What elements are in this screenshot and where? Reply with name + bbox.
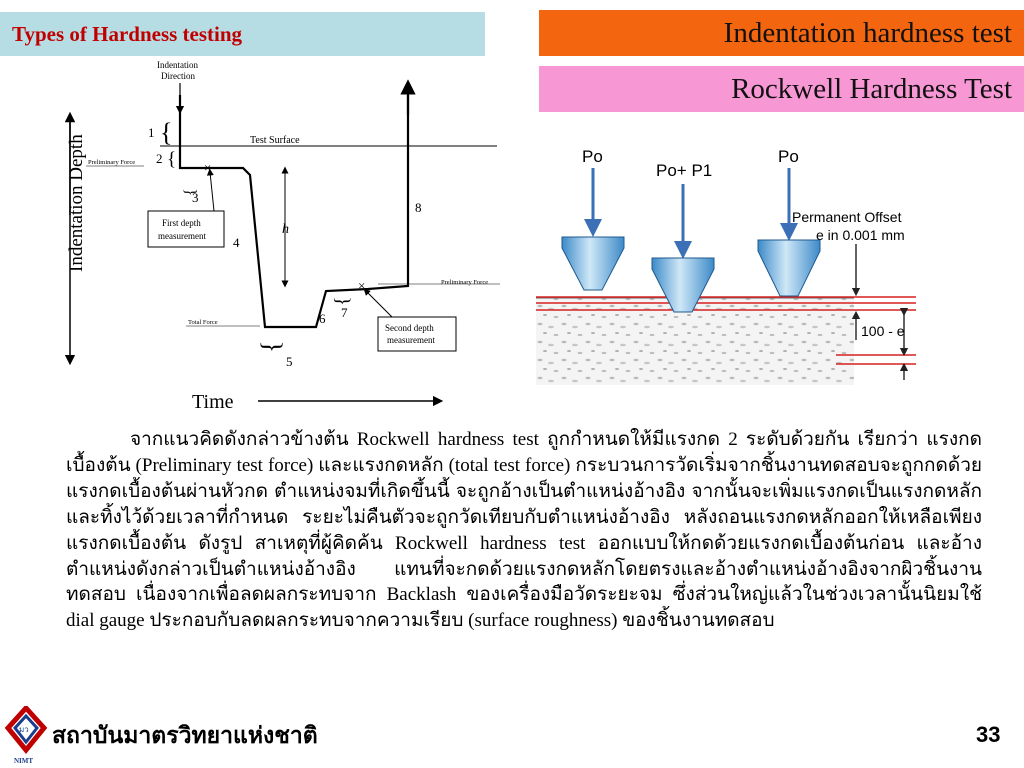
step-6: 6 (319, 311, 326, 326)
step-8: 8 (415, 200, 422, 215)
second-depth-pointer (363, 288, 393, 318)
second-depth-box (377, 316, 457, 352)
indenter-1 (561, 236, 625, 291)
permanent-offset-line2: e in 0.001 mm (816, 227, 905, 243)
indenter-3 (757, 239, 821, 297)
permanent-offset-line1: Permanent Offset (792, 209, 902, 225)
x-axis-label: Time (192, 391, 234, 413)
direction-label-line2: Direction (161, 71, 195, 81)
preliminary-force-left: Preliminary Force (88, 159, 135, 166)
topic-title-text: Indentation hardness test (723, 16, 1012, 49)
depth-label: 100 - e (861, 323, 905, 339)
explanation-paragraph: จากแนวคิดดังกล่าวข้างต้น Rockwell hardne… (66, 427, 982, 634)
step-3: 3 (192, 190, 199, 205)
topic-subtitle: Rockwell Hardness Test (539, 66, 1024, 112)
topic-subtitle-text: Rockwell Hardness Test (731, 72, 1012, 105)
force-label-1: Po (582, 147, 603, 166)
total-force-label: Total Force (188, 319, 218, 326)
step-2: 2 (156, 151, 163, 166)
brace-1: { (160, 118, 172, 147)
second-depth-line1: Second depth (385, 323, 434, 333)
second-depth-marker: × (358, 278, 365, 293)
force-label-2: Po+ P1 (656, 161, 712, 180)
topic-title: Indentation hardness test (539, 10, 1024, 56)
first-depth-box (147, 210, 225, 248)
first-depth-line2: measurement (158, 231, 206, 241)
first-depth-line1: First depth (162, 218, 201, 228)
page-number: 33 (976, 722, 1001, 747)
force-label-3: Po (778, 147, 799, 166)
depth-curve (178, 85, 410, 329)
depth-time-diagram: Indentation Depth Time Indentation Direc… (64, 60, 500, 413)
test-surface-label: Test Surface (250, 135, 300, 146)
test-specimen (536, 298, 854, 385)
nimt-logo: มว NIMT (4, 706, 48, 765)
rockwell-indenter-illustration: Po Po+ P1 Po Permanent Offset e in 0.001… (536, 147, 916, 385)
direction-label-line1: Indentation (157, 60, 198, 70)
section-title-text: Types of Hardness testing (12, 21, 243, 46)
brace-5: { (256, 341, 285, 353)
first-depth-marker: × (204, 160, 211, 175)
brace-7: { (331, 296, 353, 306)
step-5: 5 (286, 354, 293, 369)
step-7: 7 (341, 305, 348, 320)
h-label: h (282, 222, 289, 237)
paragraph-text: จากแนวคิดดังกล่าวข้างต้น Rockwell hardne… (66, 429, 982, 632)
indenter-2 (651, 257, 715, 313)
step-4: 4 (233, 235, 240, 250)
organization-name: สถาบันมาตรวิทยาแห่งชาติ (52, 723, 318, 749)
logo-sub: NIMT (14, 757, 33, 765)
first-depth-pointer (206, 168, 215, 212)
logo-text: มว (19, 725, 29, 734)
step-1: 1 (148, 125, 155, 140)
preliminary-force-right: Preliminary Force (441, 279, 488, 286)
section-title: Types of Hardness testing (0, 12, 485, 56)
second-depth-line2: measurement (387, 335, 435, 345)
brace-3: { (182, 188, 199, 196)
y-axis-label: Indentation Depth (66, 134, 87, 272)
brace-2: { (167, 149, 176, 170)
